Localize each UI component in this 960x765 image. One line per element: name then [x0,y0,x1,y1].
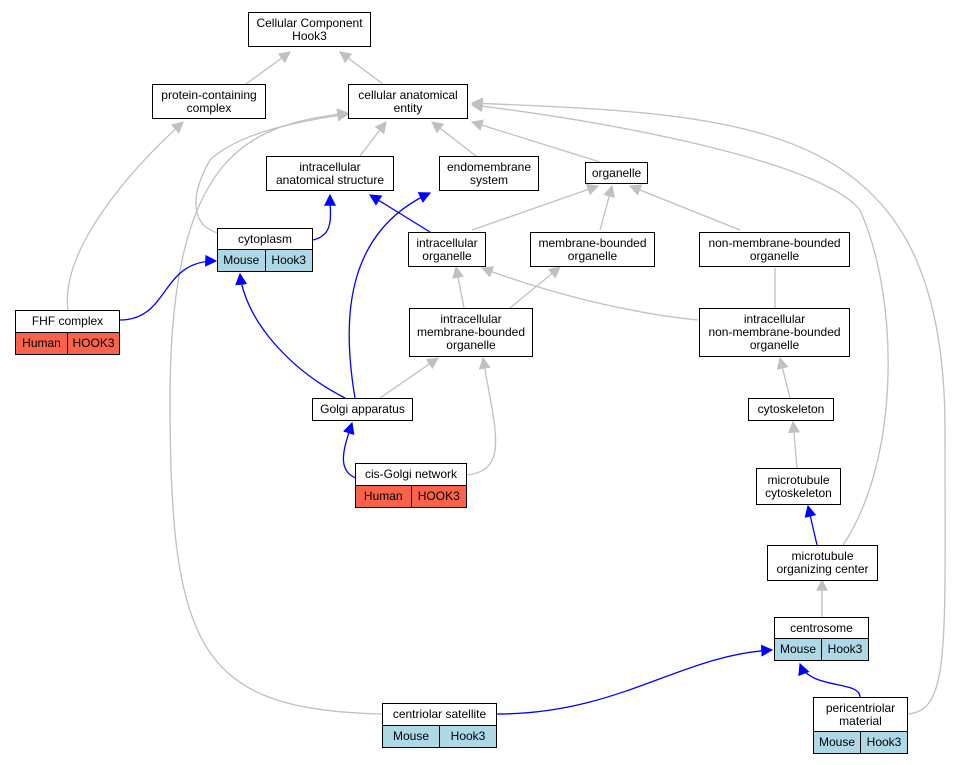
edge-organelle-to-cae [470,119,601,163]
node-cellular-anatomical-entity[interactable]: cellular anatomical entity [348,84,468,119]
edge-cae-to-cellular-component [339,51,384,85]
gene-cell: Hook3 [439,726,496,747]
species-cell: Mouse [383,726,439,747]
node-non-membrane-bounded-organelle[interactable]: non-membrane-bounded organelle [699,232,850,267]
edge-inmbo-to-intra-organelle [480,266,699,321]
edge-endomembrane-to-cae [431,121,477,157]
edge-mbo-to-organelle [599,184,615,231]
edge-intra-organelle-to-organelle [471,183,600,231]
edge-centriolar-satellite-to-cae [169,108,383,715]
node-microtubule-organizing-center[interactable]: microtubule organizing center [767,545,878,581]
edge-fhf-to-pcc [66,121,184,311]
node-label: centriolar satellite [392,707,487,721]
node-label: FHF complex [31,314,104,328]
edge-fhf-to-cytoplasm [119,254,218,321]
edge-mtoc-to-cae [470,100,889,546]
edge-cis-golgi-to-imbo [466,356,497,476]
edge-golgi-to-imbo [379,357,439,399]
edge-pericentriolar-to-cae [470,97,946,715]
node-cytoplasm[interactable]: cytoplasm Mouse Hook3 [217,228,313,272]
node-protein-containing-complex[interactable]: protein-containing complex [152,84,266,119]
node-centrosome[interactable]: centrosome Mouse Hook3 [774,617,869,661]
node-centriolar-satellite[interactable]: centriolar satellite Mouse Hook3 [382,703,497,748]
node-fhf-complex[interactable]: FHF complex Human HOOK3 [15,310,120,355]
edge-cytoskeleton-to-inmbo [776,356,791,399]
species-cell: Human [16,333,67,354]
node-cis-golgi-network[interactable]: cis-Golgi network Human HOOK3 [355,463,467,508]
edge-imbo-to-intra-organelle [452,265,465,309]
node-organelle[interactable]: organelle [585,162,648,184]
edge-cytoplasm-to-ias [312,193,337,241]
edge-cytoplasm-to-cae [195,109,350,234]
gene-cell: Hook3 [264,250,312,271]
edge-mtoc-to-mt-cytoskeleton [804,504,818,546]
edge-nmbo-to-organelle [628,184,741,231]
edge-cis-golgi-to-golgi [342,421,357,479]
edge-pericentriolar-to-centrosome [798,662,861,698]
node-membrane-bounded-organelle[interactable]: membrane-bounded organelle [530,232,655,267]
edge-intra-organelle-to-ias [368,194,431,233]
node-golgi-apparatus[interactable]: Golgi apparatus [312,398,413,421]
edge-golgi-to-cytoplasm [235,272,346,399]
node-intracellular-organelle[interactable]: intracellular organelle [408,232,486,267]
gene-cell: HOOK3 [67,333,119,354]
node-label: cytoplasm [237,231,293,246]
gene-cell: Hook3 [821,639,868,660]
species-cell: Human [356,486,411,507]
node-label: pericentriolar material [825,700,896,728]
node-label: centrosome [790,620,853,635]
node-intracellular-membrane-bounded-organelle[interactable]: intracellular membrane-bounded organelle [409,308,533,357]
edge-mt-cytoskeleton-to-cytoskeleton [787,420,800,469]
node-intracellular-anatomical-structure[interactable]: intracellular anatomical structure [266,156,394,191]
species-cell: Mouse [814,732,860,753]
gene-cell: Hook3 [860,732,907,753]
node-pericentriolar-material[interactable]: pericentriolar material Mouse Hook3 [813,697,908,754]
edge-centriolar-satellite-to-centrosome [496,644,774,715]
edge-ias-to-cae [359,121,387,157]
node-cellular-component[interactable]: Cellular Component Hook3 [248,12,371,47]
edge-golgi-to-endomembrane [348,192,432,399]
node-label: cis-Golgi network [364,467,458,481]
node-endomembrane-system[interactable]: endomembrane system [439,156,539,191]
node-cytoskeleton[interactable]: cytoskeleton [748,398,834,421]
edge-pcc-to-cellular-component [245,51,291,85]
node-intracellular-non-membrane-bounded-organelle[interactable]: intracellular non-membrane-bounded organ… [699,308,850,357]
node-microtubule-cytoskeleton[interactable]: microtubule cytoskeleton [756,468,841,505]
species-cell: Mouse [218,250,265,271]
edge-imbo-to-mbo [509,266,561,309]
species-cell: Mouse [775,639,821,660]
gene-cell: HOOK3 [410,486,466,507]
